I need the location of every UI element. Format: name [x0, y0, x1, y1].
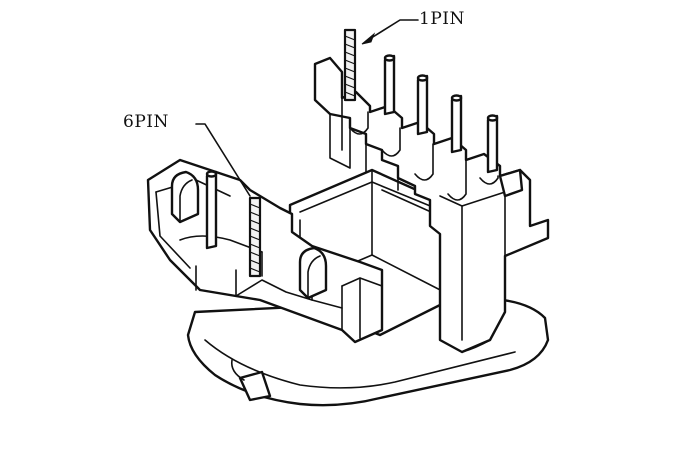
rear-pin-header — [313, 56, 550, 354]
pin1-callout-label: 1PIN — [419, 9, 465, 29]
pin6-callout-label: 6PIN — [123, 112, 169, 132]
leader-6pin — [195, 123, 251, 197]
front-pins — [205, 170, 262, 278]
rear-pins — [343, 28, 499, 174]
leader-1pin — [361, 19, 419, 45]
